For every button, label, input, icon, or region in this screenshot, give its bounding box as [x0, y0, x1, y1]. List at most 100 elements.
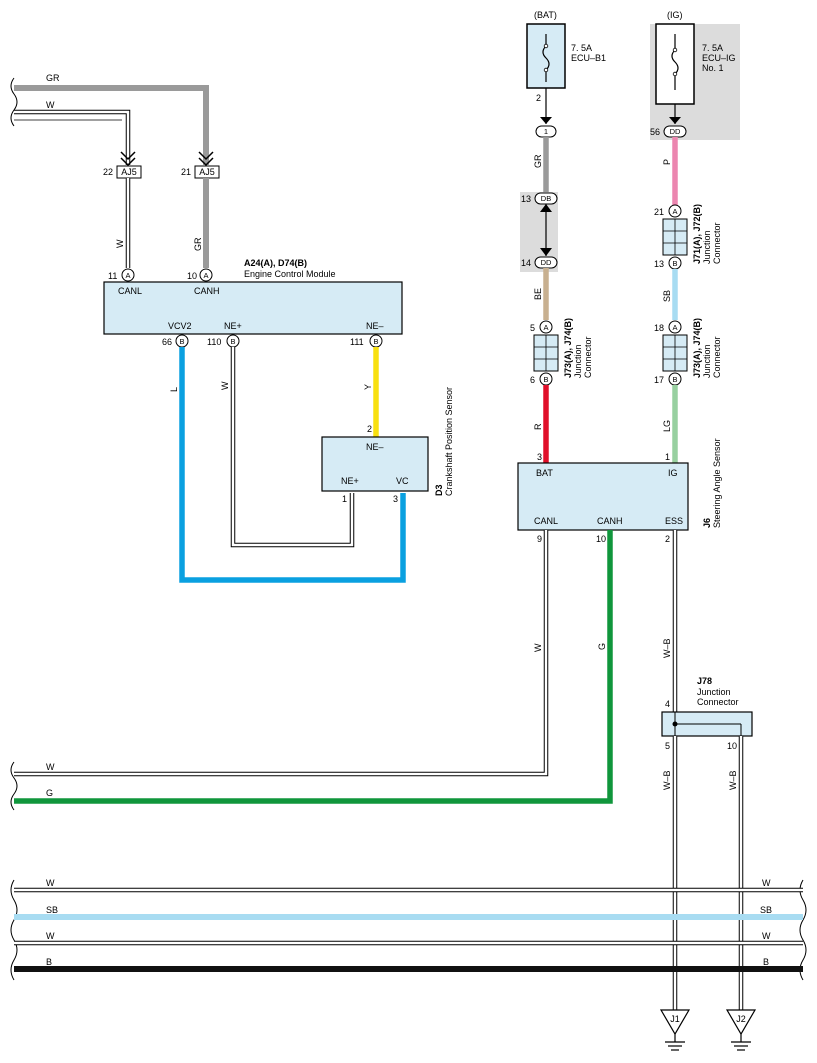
fuse-ecu-b1: (BAT) 7. 5A ECU–B1 2	[526, 10, 606, 103]
wire-l	[179, 347, 406, 583]
connector-db-label: DB	[541, 194, 551, 203]
ecm-name: Engine Control Module	[244, 269, 336, 279]
ecm-canl-label: CANL	[118, 286, 142, 296]
bus-bottom-w1-right: W	[762, 878, 771, 888]
ecm-ref: A24(A), D74(B)	[244, 258, 307, 268]
bus-bottom-sb-right: SB	[760, 905, 772, 915]
j71-bot-conn: B	[672, 259, 677, 268]
j71-bot-pin: 13	[654, 259, 664, 269]
aj5-label: AJ5	[199, 167, 215, 177]
bus-mid-w-label: W	[46, 762, 55, 772]
j71-top-pin: 21	[654, 207, 664, 217]
aj5-pin: 22	[103, 167, 113, 177]
j71-name: Junction	[702, 230, 712, 264]
connector-dd-pin: 14	[521, 258, 531, 268]
j71-ref: J71(A), J72(B)	[692, 204, 702, 264]
steer-pin-num: 3	[537, 452, 542, 462]
fuse-bat-pin: 2	[536, 93, 541, 103]
bus-left-mid: W G	[10, 761, 55, 811]
ecm-pin-num: 111	[350, 337, 364, 347]
ground-j1: J1	[659, 1009, 691, 1051]
ecm-pin-conn: B	[230, 337, 235, 346]
ecm-canh-label: CANH	[194, 286, 220, 296]
wire-steer-w-label: W	[533, 643, 543, 652]
wire-w-label: W	[115, 239, 125, 248]
fuse-bat-rating: 7. 5A	[571, 43, 592, 53]
steer-ess-label: ESS	[665, 516, 683, 526]
j73-left-top-pin: 5	[530, 323, 535, 333]
steer-pin-num: 9	[537, 534, 542, 544]
j73-left-name: Junction	[573, 344, 583, 378]
j78-name: Junction	[697, 687, 731, 697]
connector-dd-ig-pin: 56	[650, 127, 660, 137]
fuse-bat-header: (BAT)	[534, 10, 557, 20]
connector-dd-bat: DD 14	[521, 256, 558, 269]
steer-canl-label: CANL	[534, 516, 558, 526]
bus-bottom-w2-right: W	[762, 931, 771, 941]
steer-ref: J6	[702, 518, 712, 528]
wire-ess-label: W–B	[662, 638, 672, 658]
ecm-pin-conn: A	[125, 271, 130, 280]
fuse-bat-name: ECU–B1	[571, 53, 606, 63]
crank-ne-minus-label: NE–	[366, 442, 384, 452]
crank-name: Crankshaft Position Sensor	[444, 387, 454, 496]
ecm-pin-num: 110	[207, 337, 221, 347]
wire-wb-out1-label: W–B	[662, 770, 672, 790]
bus-bottom-sb-left: SB	[46, 905, 58, 915]
bus-gr-label: GR	[46, 73, 60, 83]
connector-1-label: 1	[544, 127, 548, 136]
steer-name: Steering Angle Sensor	[712, 438, 722, 528]
wire-be-label: BE	[533, 288, 543, 300]
steer-bat-label: BAT	[536, 468, 553, 478]
wire-y-label: Y	[363, 384, 373, 390]
bus-bottom: W SB W B W SB W B	[10, 878, 807, 981]
crank-pin-num: 1	[342, 494, 347, 504]
crank-pin-num: 2	[367, 424, 372, 434]
junction-j73-right: A 18 B 17 J73(A), J74(B) Junction Connec…	[654, 318, 722, 386]
j73-left-bot-conn: B	[543, 375, 548, 384]
ecm-pin-conn: B	[373, 337, 378, 346]
crank-ref: D3	[434, 484, 444, 496]
steer-canh-label: CANH	[597, 516, 623, 526]
j71-name2: Connector	[712, 222, 722, 264]
j73-right-name: Junction	[702, 344, 712, 378]
bus-bottom-b-right: B	[763, 957, 769, 967]
ecm-ne-minus-label: NE–	[366, 321, 384, 331]
connector-1: 1	[535, 125, 557, 138]
wire-ne-plus-label: W	[220, 381, 230, 390]
j71-top-conn: A	[672, 207, 677, 216]
connector-dd-ig: DD 56	[650, 125, 687, 138]
wire-l-label: L	[169, 387, 179, 392]
crank-ne-plus-label: NE+	[341, 476, 359, 486]
fuse-ecu-ig-no1: (IG) 7. 5A ECU–IG No. 1	[655, 10, 736, 105]
connector-db-pin: 13	[521, 194, 531, 204]
crankshaft-position-sensor: 2 NE– NE+ VC 1 3 D3 Crankshaft Position …	[321, 387, 454, 504]
j73-left-top-conn: A	[543, 323, 548, 332]
j73-right-bot-conn: B	[672, 375, 677, 384]
steer-ig-label: IG	[668, 468, 678, 478]
fuse-ig-name1: ECU–IG	[702, 53, 736, 63]
j78-pin-out2: 10	[727, 741, 737, 751]
connector-dd-ig-label: DD	[670, 127, 681, 136]
junction-j71: A 21 B 13 J71(A), J72(B) Junction Connec…	[654, 204, 722, 270]
engine-control-module: A24(A), D74(B) Engine Control Module A 1…	[103, 258, 403, 348]
steer-pin-num: 2	[665, 534, 670, 544]
fuse-ig-name2: No. 1	[702, 63, 724, 73]
wire-lg-label: LG	[662, 420, 672, 432]
ground-j1-label: J1	[670, 1014, 680, 1024]
bus-left-top: GR W	[10, 73, 209, 165]
wire-sb-label: SB	[662, 290, 672, 302]
junction-j78: J78 Junction Connector 4 5 10	[661, 676, 753, 751]
j78-pin-in: 4	[665, 699, 670, 709]
ecm-pin-num: 66	[162, 337, 172, 347]
junction-j73-left: A 5 B 6 J73(A), J74(B) Junction Connecto…	[530, 318, 593, 386]
bus-w-label: W	[46, 100, 55, 110]
wire-wb-out2-label: W–B	[728, 770, 738, 790]
bus-mid-g-label: G	[46, 788, 53, 798]
ecm-pin-conn: B	[179, 337, 184, 346]
j78-ref: J78	[697, 676, 712, 686]
ground-j2-label: J2	[736, 1014, 746, 1024]
j78-name2: Connector	[697, 697, 739, 707]
wire-r-label: R	[533, 423, 543, 430]
